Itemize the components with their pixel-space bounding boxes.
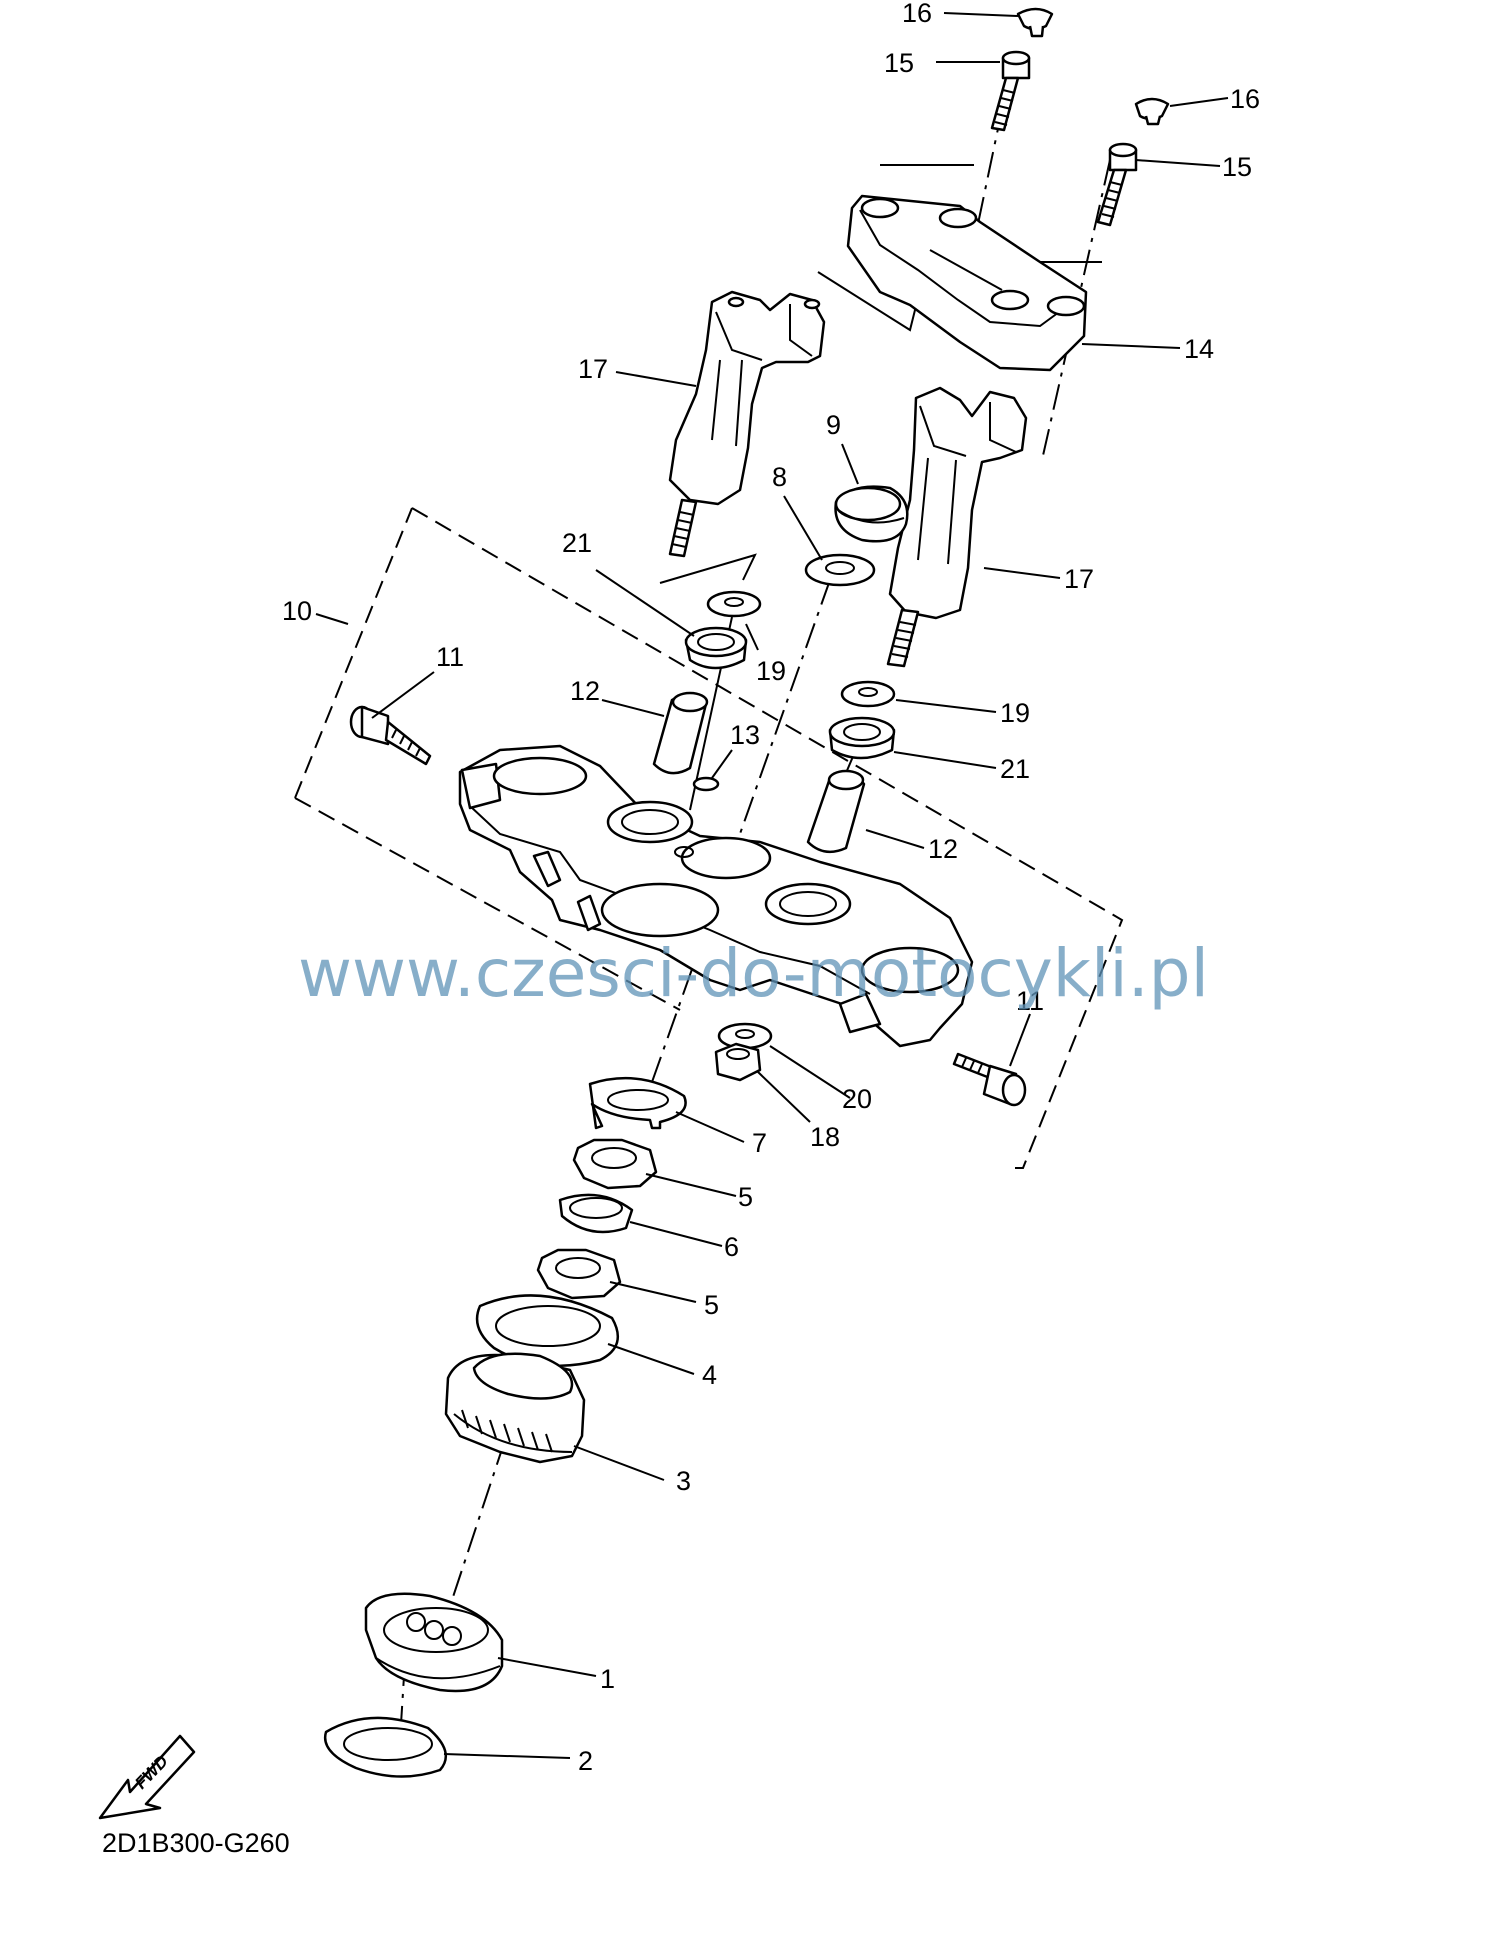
- upper-clamp-14: [846, 194, 1088, 372]
- callout-1: 1: [600, 1664, 615, 1694]
- callout-14: 14: [1184, 334, 1214, 364]
- bolt-15-right: [1096, 142, 1138, 227]
- callout-10: 10: [282, 596, 312, 626]
- callout-13: 13: [730, 720, 760, 750]
- callout-16: 16: [1230, 84, 1260, 114]
- callout-16: 16: [902, 0, 932, 28]
- dust-seal-4: [475, 1294, 620, 1368]
- cap-16-right: [1134, 97, 1170, 126]
- bushing-12-right: [806, 769, 866, 854]
- riser-17-right: [886, 386, 1028, 668]
- damper-21-left: [684, 626, 748, 670]
- washer-19-left: [706, 590, 762, 618]
- callout-11: 11: [1016, 986, 1044, 1016]
- callout-5: 5: [704, 1290, 719, 1320]
- bearing-3: [444, 1352, 586, 1464]
- callout-19: 19: [756, 656, 786, 686]
- callout-21: 21: [1000, 754, 1030, 784]
- callout-labels: 16 15 16 15 14 17 9 8 17 21 19 10 11 12 …: [282, 0, 1260, 1776]
- callout-2: 2: [578, 1746, 593, 1776]
- callout-19: 19: [1000, 698, 1030, 728]
- diagram-code: 2D1B300-G260: [102, 1828, 290, 1858]
- fwd-arrow-icon: FWD: [98, 1734, 196, 1820]
- callout-11: 11: [436, 642, 464, 672]
- callout-8: 8: [772, 462, 787, 492]
- callout-6: 6: [724, 1232, 739, 1262]
- leader-lines: [315, 12, 1229, 1759]
- washer-6: [558, 1193, 634, 1234]
- oring-13: [692, 776, 720, 792]
- seal-2: [323, 1716, 448, 1778]
- callout-15: 15: [884, 48, 914, 78]
- bushing-12-left: [652, 691, 709, 775]
- callout-17: 17: [578, 354, 608, 384]
- bolt-11-right: [952, 1052, 1027, 1107]
- lock-washer-7: [588, 1076, 687, 1130]
- bolt-11-left: [349, 705, 432, 766]
- washer-20: [717, 1022, 773, 1050]
- callout-21: 21: [562, 528, 592, 558]
- nut-18: [714, 1042, 762, 1082]
- cap-16-top: [1016, 7, 1054, 38]
- callout-7: 7: [752, 1128, 767, 1158]
- bolt-15-top: [990, 50, 1031, 132]
- callout-12: 12: [928, 834, 958, 864]
- washer-8: [804, 553, 876, 587]
- callout-20: 20: [842, 1084, 872, 1114]
- callout-15: 15: [1222, 152, 1252, 182]
- ring-nut-5-lower: [536, 1248, 622, 1300]
- damper-21-right: [828, 716, 896, 760]
- callout-3: 3: [676, 1466, 691, 1496]
- ring-nut-5-upper: [572, 1138, 658, 1190]
- callout-18: 18: [810, 1122, 840, 1152]
- callout-17: 17: [1064, 564, 1094, 594]
- assembly-boundary-10: [294, 507, 1124, 1169]
- washer-19-right: [840, 680, 896, 708]
- callout-4: 4: [702, 1360, 717, 1390]
- riser-17-left: [668, 290, 826, 558]
- bearing-1: [364, 1592, 504, 1693]
- cap-nut-9: [834, 485, 909, 543]
- watermark: www.czesci-do-motocykli.pl: [298, 935, 1209, 1012]
- callout-5: 5: [738, 1182, 753, 1212]
- handlebar-bracket-10: [458, 744, 974, 1048]
- callout-9: 9: [826, 410, 841, 440]
- callout-12: 12: [570, 676, 600, 706]
